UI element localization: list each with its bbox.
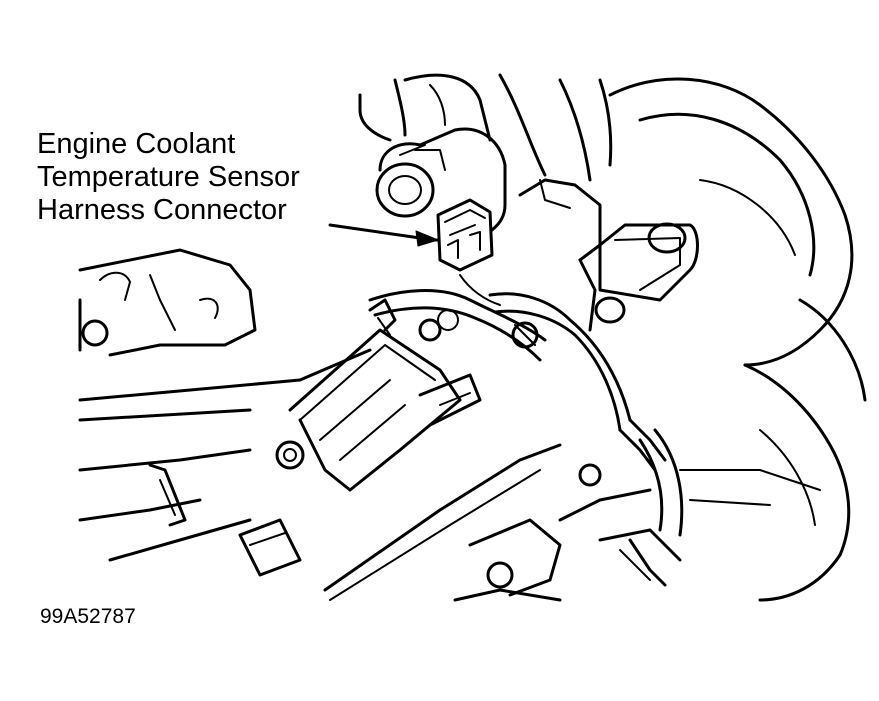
figure-id: 99A52787 — [40, 605, 136, 628]
callout-line-3: Harness Connector — [37, 194, 287, 226]
wiring-harness — [368, 274, 667, 472]
callout-line-1: Engine Coolant — [37, 128, 236, 160]
lower-pipes — [628, 428, 821, 587]
callout-line-2: Temperature Sensor — [37, 161, 300, 193]
upper-hose — [358, 73, 613, 182]
bolts — [81, 309, 602, 589]
callout-label: Engine Coolant Temperature Sensor Harnes… — [37, 128, 300, 227]
right-housing — [608, 77, 867, 602]
leader-arrow — [328, 223, 439, 247]
harness-connector — [436, 198, 494, 272]
right-sensor-block — [518, 178, 699, 332]
engine-block — [78, 248, 682, 602]
ignition-coil — [288, 298, 482, 492]
